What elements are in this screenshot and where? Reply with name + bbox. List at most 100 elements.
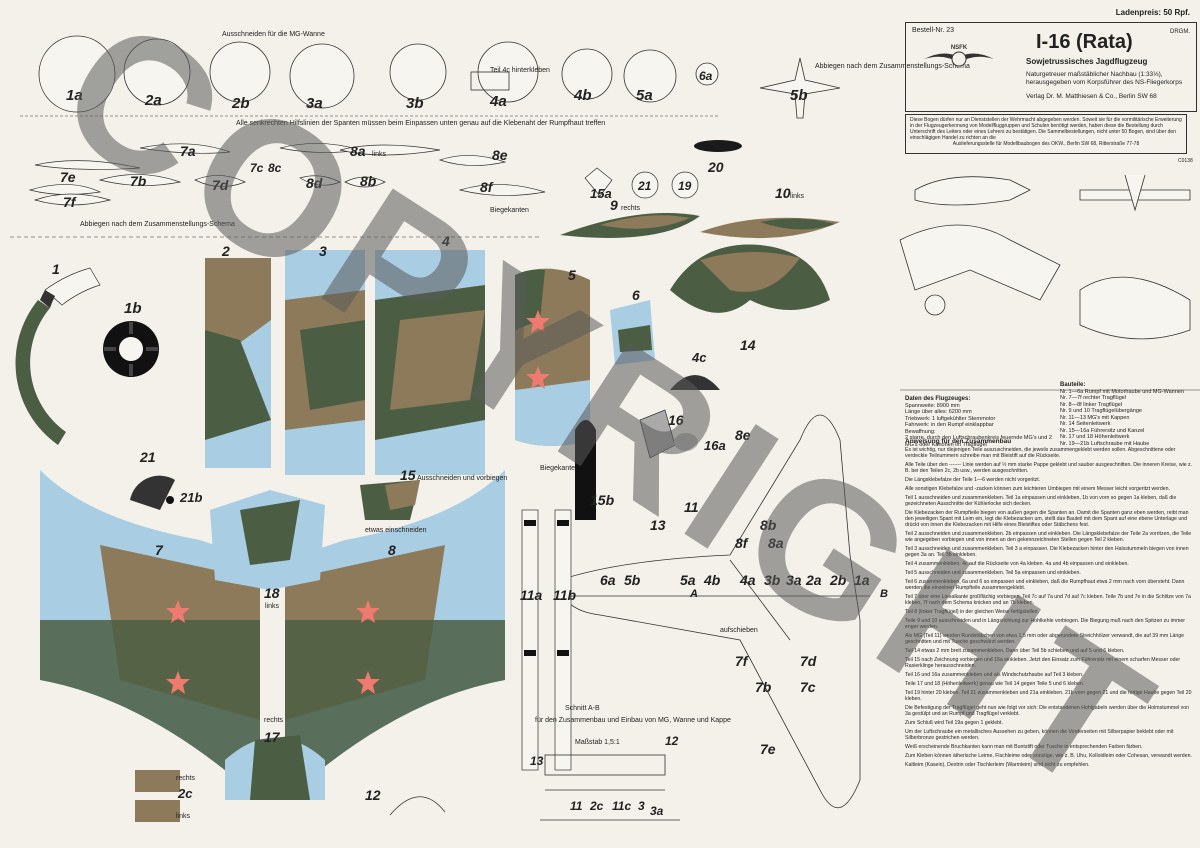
parts-list-row: Nr. 8—8f linker Tragflügel	[1060, 401, 1123, 408]
instruction-para: Teil 15 nach Zeichnung vorbiegen und 15a…	[905, 657, 1181, 669]
note-schnitt-title: Schnitt A-B	[565, 705, 600, 712]
instruction-para: Alle Teile über den ------- Linie werden…	[905, 462, 1193, 474]
instruction-para: Als MG (Teil 11) werden Rundstäbchen von…	[905, 633, 1185, 645]
label-2c: 2c	[177, 786, 193, 801]
logo-text: NSFK	[951, 45, 968, 51]
label-2a: 2a	[144, 92, 162, 109]
label-8: 8	[388, 542, 396, 558]
label-3-section: 3	[638, 799, 645, 813]
title-box: Bestell-Nr. 23 NSFK DRGM. I-16 (Rata) So…	[905, 22, 1197, 112]
note-biegekanten: Biegekanten	[490, 207, 529, 214]
instruction-para: Zum Schluß wird Teil 19a gegen 1 geklebt…	[905, 720, 1003, 726]
aircraft-data-row: Spannweite: 8900 mm	[905, 402, 960, 409]
instruction-para: Teil 14 etwas 2 mm breit zusammenkleben.…	[905, 648, 1125, 654]
parts-list-row: Nr. 9 und 10 Tragflügelübergänge	[1060, 408, 1142, 414]
label-1a-side: 1a	[854, 572, 870, 588]
note-mg-cut: Ausschneiden für die MG-Wanne	[222, 31, 325, 38]
nsfk-logo: NSFK	[924, 41, 994, 73]
label-16: 16	[668, 412, 684, 428]
note-massstab: Maßstab 1,5:1	[575, 739, 620, 746]
label-6a: 6a	[699, 69, 713, 83]
order-number: Bestell-Nr. 23	[912, 27, 955, 34]
label-4b: 4b	[573, 87, 592, 104]
label-9: 9	[610, 197, 618, 213]
label-3a: 3a	[306, 95, 323, 112]
parts-list-row: Nr. 7—7f rechter Tragflügel	[1060, 395, 1127, 401]
label-8c: 8c	[268, 161, 282, 175]
page-title: I-16 (Rata)	[1036, 31, 1133, 53]
label-13: 13	[650, 517, 666, 533]
label-17: 17	[264, 729, 281, 745]
note-links-18: links	[265, 603, 280, 610]
instruction-para: Teil 8 (linker Tragflügel) in der gleich…	[905, 609, 1039, 615]
label-11: 11	[684, 499, 699, 515]
instruction-para: Alle sonstigen Klebefalze und -zacken kö…	[905, 486, 1170, 492]
label-10: 10	[775, 185, 791, 201]
label-8e-side: 8e	[735, 427, 751, 443]
instruction-para: Die Befestigung der Tragflügel geht nun …	[905, 705, 1190, 717]
instruction-para: Es ist wichtig, nur diejenigen Teile aus…	[905, 447, 1176, 459]
note-bend1: Abbiegen nach dem Zusammenstellungs-Sche…	[815, 63, 970, 70]
label-4a-side: 4a	[739, 572, 756, 588]
note-links-8a: links	[372, 151, 387, 158]
label-3b-side: 3b	[764, 572, 781, 588]
note-cut-in: etwas einschneiden	[365, 527, 427, 534]
label-7f: 7f	[63, 194, 77, 210]
aircraft-data-row: Triebwerk: 1 luftgekühlter Sternmotor	[905, 415, 996, 422]
label-7b: 7b	[130, 173, 147, 189]
label-8b: 8b	[360, 173, 377, 189]
label-7b-side: 7b	[755, 679, 772, 695]
note-cut-fold: Ausschneiden und vorbiegen	[417, 475, 507, 482]
description-1: Naturgetreuer maßstäblicher Nachbau (1:3…	[1026, 71, 1163, 78]
instruction-para: Die Längsklebefalze der Teile 1—6 werden…	[905, 477, 1041, 483]
label-7d-side: 7d	[800, 653, 817, 669]
note-links-2c: links	[176, 813, 191, 820]
label-7: 7	[155, 542, 164, 558]
label-8f-side: 8f	[735, 535, 749, 551]
label-2b-side: 2b	[829, 572, 847, 588]
label-16a: 16a	[704, 438, 726, 453]
instruction-para: Teil 4 zusammenkleben. 4c auf die Rückse…	[905, 561, 1129, 567]
label-15a: 15a	[590, 186, 612, 201]
instruction-para: Teil 7 über eine Linealkante großflächig…	[905, 594, 1191, 606]
label-11c-section: 11c	[612, 799, 631, 813]
label-13-section: 13	[530, 754, 544, 768]
label-8b-side: 8b	[760, 517, 777, 533]
label-7e-side: 7e	[760, 741, 776, 757]
parts-list-row: Nr. 1—6a Rumpf mit Motorhaube und MG-Wan…	[1060, 388, 1184, 395]
description-2: herausgegeben vom Korpsführer des NS-Fli…	[1026, 79, 1183, 86]
note-frames: Alle senkrechten Hilfslinien der Spanten…	[236, 120, 605, 127]
sheet-code: C0138	[1178, 158, 1193, 164]
parts-list-row: Nr. 15—16a Führersitz und Kanzel	[1060, 427, 1145, 434]
label-4a: 4a	[489, 93, 507, 110]
label-5b-side: 5b	[624, 572, 641, 588]
label-2c-section: 2c	[589, 799, 604, 813]
label-21: 21	[637, 179, 652, 193]
note-links-10: links	[790, 193, 805, 200]
instruction-para: Teile 9 und 10 ausschneiden und in Längs…	[905, 618, 1186, 630]
instruction-para: Die Klebezacken der Rumpfteile biegen vo…	[905, 510, 1189, 528]
label-11a: 11a	[520, 587, 543, 603]
label-5a: 5a	[636, 87, 653, 104]
label-14: 14	[740, 337, 756, 353]
parts-list-heading: Bauteile:	[1060, 382, 1086, 388]
parts-list-row: Nr. 17 und 18 Höhenleitwerk	[1060, 434, 1130, 440]
label-7f-side: 7f	[735, 653, 749, 669]
instruction-para: Kaltleim (Kasein), Dextrin oder Tischler…	[905, 762, 1090, 768]
label-1: 1	[52, 261, 60, 277]
instruction-para: Teil 1 ausschneiden und zusammenkleben. …	[905, 495, 1177, 507]
label-2: 2	[221, 243, 230, 259]
svg-text:1a: 1a	[66, 87, 83, 104]
label-11b: 11b	[553, 587, 577, 603]
instruction-para: Weiß erscheinende Bruchkanten kann man m…	[905, 744, 1143, 750]
instruction-para: Teil 5 ausschneiden und zusammenkleben. …	[905, 570, 1081, 576]
note-rechts-2c: rechts	[176, 775, 196, 782]
part-1a	[38, 35, 116, 113]
instruction-para: Teil 3 ausschneiden und zusammenkleben. …	[905, 546, 1189, 558]
publisher: Verlag Dr. M. Matthiesen & Co., Berlin S…	[1026, 93, 1157, 100]
label-3: 3	[319, 243, 327, 259]
label-12: 12	[365, 787, 381, 803]
label-15b: 15b	[590, 492, 615, 508]
instruction-para: Teil 16 und 16a zusammenkleben und als W…	[905, 672, 1084, 678]
label-7a: 7a	[180, 143, 196, 159]
